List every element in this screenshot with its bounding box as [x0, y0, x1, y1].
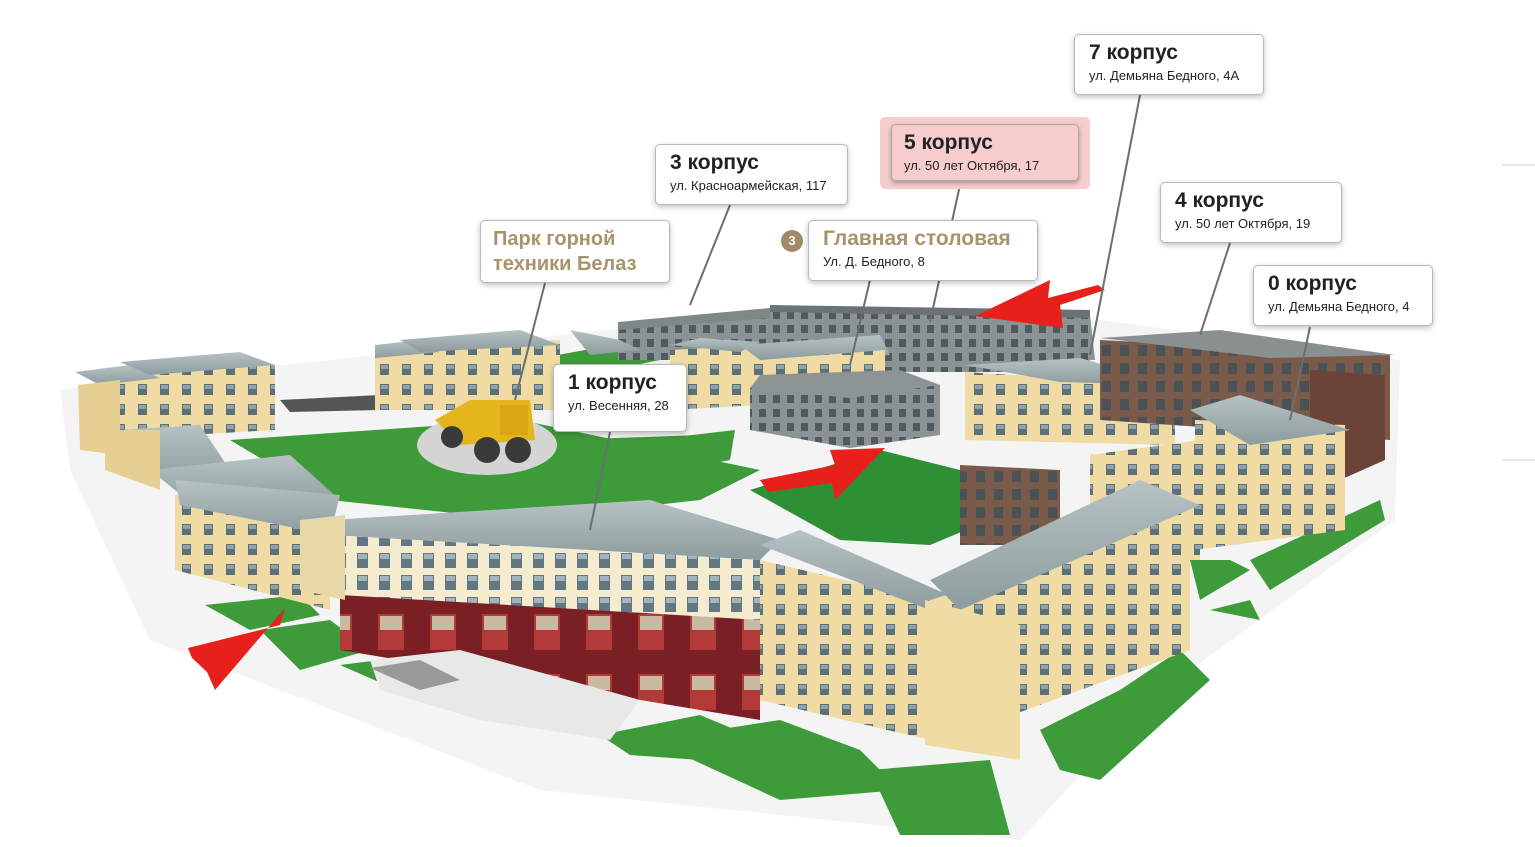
entrance-arrow-icon	[975, 280, 1105, 328]
leader-lines	[514, 94, 1311, 531]
callout-title: Главная столовая	[823, 227, 1011, 250]
entrance-arrow-icon	[760, 448, 885, 500]
canteen-building	[750, 370, 940, 448]
front-plaza	[370, 650, 640, 740]
callout-building-7[interactable]: 7 корпус ул. Демьяна Бедного, 4А	[1074, 34, 1264, 95]
callout-building-5[interactable]: 5 корпус ул. 50 лет Октября, 17	[880, 117, 1090, 189]
callout-title: 7 корпус	[1089, 41, 1178, 64]
callout-main-canteen[interactable]: Главная столовая Ул. Д. Бедного, 8	[808, 220, 1038, 281]
callout-address: ул. 50 лет Октября, 17	[904, 158, 1040, 173]
callout-building-4[interactable]: 4 корпус ул. 50 лет Октября, 19	[1160, 182, 1342, 243]
building-1-east-wing	[760, 480, 1200, 760]
callout-title: 0 корпус	[1268, 272, 1357, 295]
callout-inner: 5 корпус ул. 50 лет Октября, 17	[891, 124, 1079, 181]
building-1-west-wing	[105, 425, 340, 610]
canteen-number-badge: 3	[781, 230, 803, 252]
callout-address: ул. 50 лет Октября, 19	[1175, 216, 1311, 231]
callout-belaz-park[interactable]: Парк горной техники Белаз	[480, 220, 670, 283]
belaz-truck-icon	[417, 400, 557, 475]
building-1-main	[300, 500, 780, 720]
callout-address: ул. Весенняя, 28	[568, 398, 669, 413]
callout-title-line1: Парк горной	[493, 228, 616, 250]
callout-title: 1 корпус	[568, 371, 657, 394]
callout-building-1[interactable]: 1 корпус ул. Весенняя, 28	[553, 364, 687, 432]
callout-address: ул. Демьяна Бедного, 4	[1268, 299, 1410, 314]
building-5-block	[880, 320, 1090, 372]
callout-title-line2: техники Белаз	[493, 253, 637, 275]
building-top-left	[75, 352, 275, 455]
building-park-block	[375, 330, 560, 410]
callout-building-3[interactable]: 3 корпус ул. Красноармейская, 117	[655, 144, 848, 205]
entrance-arrow-icon	[188, 608, 285, 690]
callout-title: 5 корпус	[904, 131, 993, 154]
callout-title: 4 корпус	[1175, 189, 1264, 212]
callout-address: ул. Красноармейская, 117	[670, 178, 827, 193]
callout-title: 3 корпус	[670, 151, 759, 174]
callout-address: ул. Демьяна Бедного, 4А	[1089, 68, 1240, 83]
callout-address: Ул. Д. Бедного, 8	[823, 254, 925, 269]
callout-building-0[interactable]: 0 корпус ул. Демьяна Бедного, 4	[1253, 265, 1433, 326]
